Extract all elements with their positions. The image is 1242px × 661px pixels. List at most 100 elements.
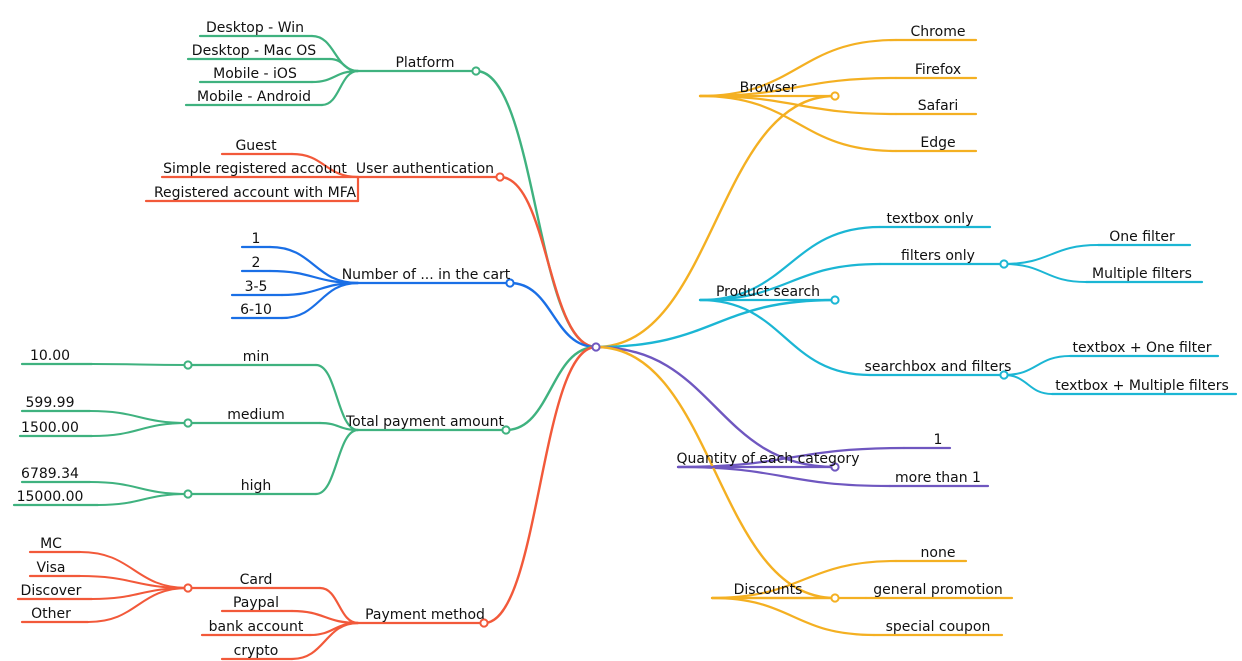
leaf-label-payment-method: MC <box>40 536 62 552</box>
node-product-search[interactable] <box>830 295 840 305</box>
leaf-label-user-authentication: Registered account with MFA <box>154 185 357 201</box>
edge-total-payment-amount-group-leaf <box>89 410 189 424</box>
branch-label-discounts: Discounts <box>734 582 803 598</box>
node-platform[interactable] <box>471 66 481 76</box>
edge-platform-leaf <box>320 69 360 107</box>
leaf-label-number-in-cart: 6-10 <box>240 302 272 318</box>
leaf-label-platform: Desktop - Win <box>206 20 304 36</box>
node-total-payment-amount[interactable] <box>501 425 511 435</box>
branch-label-user-authentication: User authentication <box>356 161 494 177</box>
edge-quantity-of-each-category <box>594 345 837 469</box>
edge-payment-method-leaf <box>290 621 360 661</box>
leaf-label-platform: Mobile - Android <box>197 89 311 105</box>
leaf-label-discounts: general promotion <box>873 582 1003 598</box>
edge-number-in-cart <box>508 281 598 349</box>
edge-total-payment-amount-group <box>314 428 360 496</box>
leaf-label-total-payment-amount: 6789.34 <box>21 466 79 482</box>
edge-product-search-leaf <box>698 225 882 302</box>
mind-map-nodes <box>183 66 1009 628</box>
group-label-payment-method: Card <box>240 572 273 588</box>
edge-product-search-group-leaf <box>1003 355 1071 376</box>
edge-platform-leaf <box>328 57 360 73</box>
edge-payment-method-group-leaf <box>87 587 189 623</box>
node-browser[interactable] <box>830 91 840 101</box>
leaf-label-discounts: special coupon <box>886 619 991 635</box>
leaf-label-browser: Safari <box>918 98 959 114</box>
leaf-label-total-payment-amount: 15000.00 <box>17 489 84 505</box>
leaf-label-product-search: textbox only <box>886 211 973 227</box>
leaf-label-discounts: none <box>921 545 956 561</box>
edge-product-search-group <box>698 298 872 377</box>
branch-label-number-in-cart: Number of ... in the cart <box>342 267 511 283</box>
node-product-search-group[interactable] <box>999 259 1009 269</box>
leaf-label-quantity-of-each-category: 1 <box>934 432 943 448</box>
leaf-label-number-in-cart: 3-5 <box>245 279 268 295</box>
edge-total-payment-amount-group-leaf <box>91 422 189 437</box>
group-label-product-search: filters only <box>901 248 975 264</box>
edge-total-payment-amount-group-leaf <box>91 363 189 366</box>
node-quantity-of-each-category[interactable] <box>830 462 840 472</box>
edge-platform-leaf <box>310 34 360 73</box>
leaf-label-browser: Chrome <box>911 24 966 40</box>
leaf-label-platform: Mobile - iOS <box>213 66 297 82</box>
group-label-total-payment-amount: min <box>243 349 269 365</box>
group-label-total-payment-amount: medium <box>227 407 285 423</box>
edge-total-payment-amount-group <box>314 363 360 432</box>
mind-map-edges <box>79 34 1099 661</box>
mind-map-underlines <box>12 34 1238 661</box>
leaf-label-payment-method: Other <box>31 606 71 622</box>
edge-browser-leaf <box>698 38 898 98</box>
node-number-in-cart[interactable] <box>505 278 515 288</box>
leaf-label-payment-method: Discover <box>21 583 82 599</box>
branch-label-quantity-of-each-category: Quantity of each category <box>677 451 860 467</box>
leaf-label-total-payment-amount: 10.00 <box>30 348 70 364</box>
leaf-label-product-search: textbox + One filter <box>1072 340 1211 356</box>
group-label-product-search: searchbox and filters <box>865 359 1012 375</box>
node-total-payment-amount-group[interactable] <box>183 489 193 499</box>
node-payment-method[interactable] <box>479 618 489 628</box>
leaf-label-browser: Firefox <box>915 62 961 78</box>
edge-platform <box>474 69 598 349</box>
leaf-label-total-payment-amount: 1500.00 <box>21 420 79 436</box>
edge-product-search-group <box>698 262 882 302</box>
leaf-label-product-search: Multiple filters <box>1092 266 1192 282</box>
leaf-label-platform: Desktop - Mac OS <box>192 43 317 59</box>
node-total-payment-amount-group[interactable] <box>183 360 193 370</box>
edge-discounts-leaf <box>710 596 876 637</box>
edge-browser <box>594 94 837 349</box>
branch-label-platform: Platform <box>395 55 454 71</box>
edge-discounts <box>594 345 837 600</box>
leaf-label-payment-method: Visa <box>36 560 65 576</box>
node-discounts[interactable] <box>830 593 840 603</box>
edge-user-authentication <box>498 175 598 349</box>
node-total-payment-amount-group[interactable] <box>183 418 193 428</box>
edge-browser-leaf <box>698 94 898 153</box>
edge-payment-method-group <box>318 586 360 625</box>
leaf-label-product-search: One filter <box>1109 229 1175 245</box>
edge-product-search-group-leaf <box>1003 244 1099 265</box>
leaf-label-number-in-cart: 2 <box>252 255 261 271</box>
edge-total-payment-amount-group-leaf <box>97 493 189 506</box>
leaf-label-total-payment-amount: 599.99 <box>26 395 75 411</box>
node-user-authentication[interactable] <box>495 172 505 182</box>
edge-discounts-leaf <box>710 559 898 600</box>
branch-label-payment-method: Payment method <box>365 607 485 623</box>
branch-label-browser: Browser <box>740 80 797 96</box>
edge-total-payment-amount-group-leaf <box>89 481 189 495</box>
edge-payment-method <box>482 345 598 625</box>
root-node[interactable] <box>591 342 601 352</box>
leaf-label-payment-method: bank account <box>209 619 304 635</box>
node-payment-method-group[interactable] <box>183 583 193 593</box>
edge-product-search <box>594 298 837 349</box>
edge-product-search-group-leaf <box>1003 263 1087 283</box>
leaf-label-user-authentication: Guest <box>235 138 277 154</box>
edge-total-payment-amount <box>504 345 598 432</box>
leaf-label-product-search: textbox + Multiple filters <box>1055 378 1229 394</box>
group-label-total-payment-amount: high <box>241 478 272 494</box>
edge-number-in-cart-leaf <box>280 281 360 320</box>
node-product-search-group[interactable] <box>999 370 1009 380</box>
leaf-label-payment-method: crypto <box>234 643 279 659</box>
branch-label-product-search: Product search <box>716 284 820 300</box>
